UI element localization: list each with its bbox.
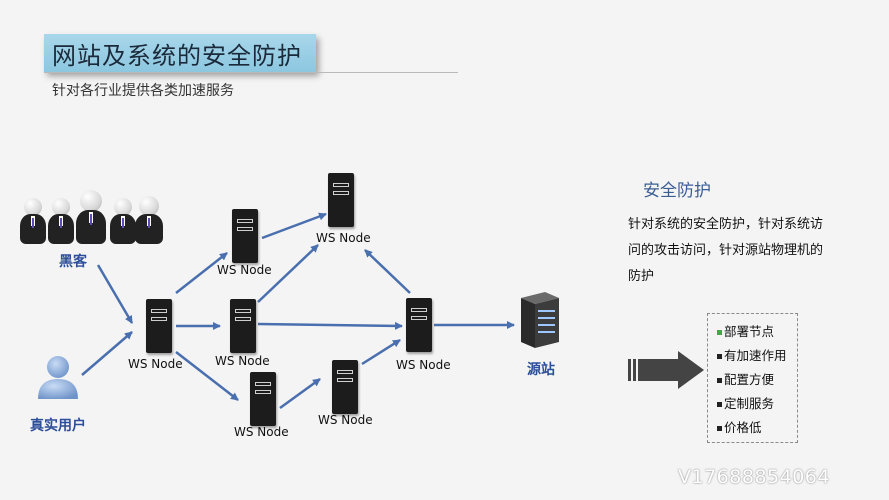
hacker-label: 黑客 [59, 254, 87, 270]
feature-item: 部署节点 [717, 320, 797, 344]
real-user-label: 真实用户 [30, 418, 86, 434]
bullet-icon [717, 378, 722, 383]
arrow-node6-to-node7 [361, 338, 401, 366]
ws-node-label: WS Node [316, 231, 371, 245]
page-title-box: 网站及系统的安全防护 [44, 34, 316, 72]
ws-node-server-icon [230, 299, 256, 353]
ws-node-server-icon [232, 209, 258, 263]
arrow-node1-to-node2 [175, 252, 228, 294]
feature-list-box: 部署节点 有加速作用 配置方便 定制服务 价格低 [707, 313, 798, 443]
origin-server-icon [521, 292, 559, 348]
feature-item: 配置方便 [717, 368, 797, 392]
bullet-icon [717, 330, 722, 335]
ws-node-label: WS Node [318, 413, 373, 427]
bullet-icon [717, 426, 722, 431]
user-icon [38, 356, 78, 399]
hacker-group-icon [18, 188, 163, 248]
arrow-node7-to-node5 [364, 249, 411, 294]
ws-node-label: WS Node [396, 358, 451, 372]
origin-label: 源站 [527, 362, 555, 378]
bullet-icon [717, 354, 722, 359]
ws-node-server-icon [146, 299, 172, 353]
arrow-node1-to-node4 [175, 351, 239, 401]
arrow-node2-to-node5 [261, 212, 327, 240]
ws-node-server-icon [406, 298, 432, 352]
arrow-hacker-to-node [96, 264, 134, 324]
arrow-node4-to-node6 [279, 377, 321, 410]
ws-node-label: WS Node [234, 425, 289, 439]
feature-item: 有加速作用 [717, 344, 797, 368]
feature-item: 价格低 [717, 416, 797, 440]
page-subtitle: 针对各行业提供各类加速服务 [52, 83, 234, 99]
arrow-node3-to-node7 [257, 321, 403, 330]
watermark: V17688854064 [678, 466, 830, 488]
section-description: 针对系统的安全防护，针对系统访问的攻击访问，针对源站物理机的防护 [628, 217, 824, 284]
ws-node-server-icon [250, 372, 276, 426]
arrow-node3-to-node5 [257, 244, 319, 303]
page-title: 网站及系统的安全防护 [52, 41, 302, 70]
ws-node-server-icon [328, 173, 354, 227]
title-divider [44, 72, 458, 73]
ws-node-server-icon [332, 360, 358, 414]
ws-node-label: WS Node [217, 263, 272, 277]
section-title: 安全防护 [643, 181, 711, 201]
ws-node-label: WS Node [128, 357, 183, 371]
feature-item: 定制服务 [717, 392, 797, 416]
bullet-icon [717, 402, 722, 407]
ws-node-label: WS Node [215, 354, 270, 368]
arrow-user-to-node [81, 331, 133, 376]
right-arrow-icon [628, 351, 704, 389]
